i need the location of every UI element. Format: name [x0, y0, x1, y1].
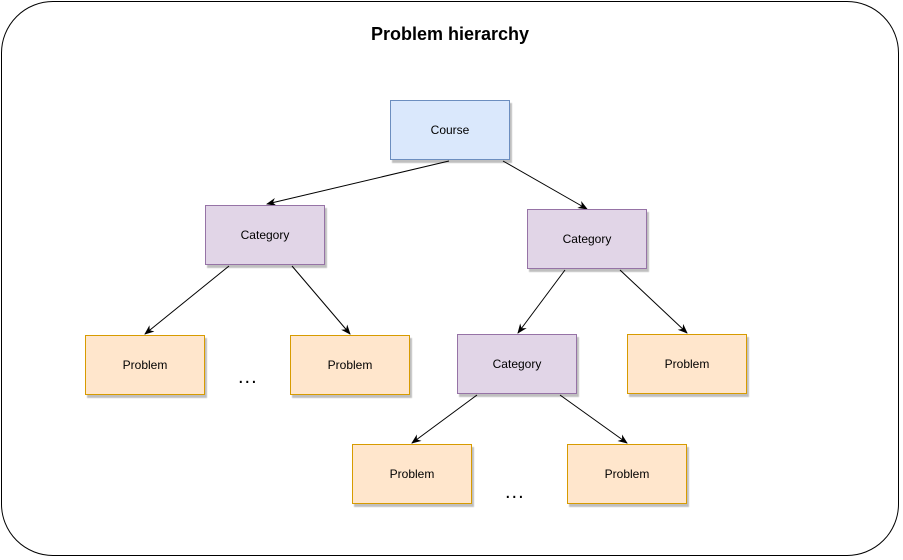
problem-node-1: Problem [85, 335, 205, 395]
category-node-label: Category [492, 357, 542, 371]
course-node-label: Course [430, 123, 470, 137]
problem-node-5: Problem [567, 444, 687, 504]
problem-node-label: Problem [122, 358, 168, 372]
category-node-right: Category [527, 209, 647, 269]
problem-node-label: Problem [604, 467, 650, 481]
course-node: Course [390, 100, 510, 160]
problem-node-3: Problem [627, 334, 747, 394]
category-node-left: Category [205, 205, 325, 265]
problem-node-label: Problem [389, 467, 435, 481]
category-node-sub: Category [457, 334, 577, 394]
diagram-title: Problem hierarchy [370, 24, 530, 44]
edge-course-to-category-right [502, 160, 588, 210]
category-node-label: Category [240, 228, 290, 242]
problem-node-label: Problem [664, 357, 710, 371]
edge-category-left-to-problem-2 [291, 265, 351, 335]
edge-category-left-to-problem-1 [144, 265, 230, 335]
problem-node-4: Problem [352, 444, 472, 504]
ellipsis-left: ... [238, 366, 258, 388]
category-node-label: Category [562, 232, 612, 246]
edge-course-to-category-left [266, 160, 450, 206]
edge-category-sub-to-problem-5 [559, 394, 628, 444]
problem-node-label: Problem [327, 358, 373, 372]
edge-category-sub-to-problem-4 [411, 394, 478, 444]
edge-category-right-to-problem-3 [619, 269, 688, 334]
edge-category-right-to-category-sub [517, 269, 566, 334]
problem-node-2: Problem [290, 335, 410, 395]
ellipsis-bottom: ... [505, 481, 525, 503]
